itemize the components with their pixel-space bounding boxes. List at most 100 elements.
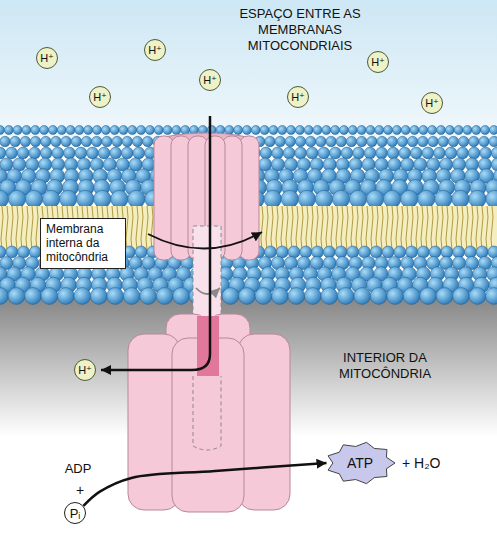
lipid-tail (141, 206, 143, 250)
lipid-head (491, 158, 497, 171)
f1-lobe (238, 334, 290, 510)
lipid-head (429, 246, 441, 258)
lipid-head (94, 190, 111, 207)
lipid-tail (401, 206, 403, 250)
lipid-head (154, 126, 163, 135)
proton-circle: H⁺ (144, 39, 166, 61)
lipid-head (387, 136, 397, 146)
lipid-head (40, 126, 49, 135)
lipid-head (375, 126, 384, 135)
lipid-head (225, 126, 234, 135)
lipid-tail (366, 206, 368, 250)
lipid-head (255, 288, 272, 305)
lipid-tail (346, 206, 348, 250)
lipid-head (457, 147, 469, 159)
node-text: Pᵢ (70, 506, 81, 521)
lipid-head (77, 190, 94, 207)
lipid-head (397, 136, 407, 146)
lipid-tail (446, 206, 448, 250)
lipid-head (110, 147, 122, 159)
lipid-head (318, 147, 330, 159)
lipid-head (265, 136, 275, 146)
label-holder: + H₂O (402, 455, 441, 471)
lipid-head (298, 190, 315, 207)
lipid-head (418, 136, 428, 146)
lipid-tail (136, 206, 138, 250)
atp-synthase (101, 116, 290, 512)
lipid-head (313, 126, 322, 135)
lipid-head (222, 288, 239, 305)
lipid-head (394, 246, 406, 258)
proton-circle: H⁺ (367, 51, 389, 73)
lipid-head (163, 126, 172, 135)
rotation-arrow (148, 232, 262, 249)
node-text: ATP (347, 455, 373, 471)
lipid-head (445, 126, 454, 135)
lipid-tail (411, 206, 413, 250)
lipid-head (17, 147, 29, 159)
node-text: H⁺ (40, 52, 54, 65)
lipid-tail (271, 206, 273, 250)
label-holder: + (76, 482, 84, 498)
lipid-head (366, 126, 375, 135)
lipid-tail (441, 206, 443, 250)
node-text: H⁺ (203, 74, 217, 87)
lipid-head (410, 147, 422, 159)
lipid-tail (371, 206, 373, 250)
label-holder: ESPAÇO ENTRE AS MEMBRANAS MITOCONDRIAIS (225, 6, 375, 54)
lipid-head (278, 126, 287, 135)
lipid-head (20, 136, 30, 146)
lipid-head (364, 147, 376, 159)
proton-channel (197, 316, 219, 376)
lipid-tail (1, 206, 3, 250)
lipid-head (348, 126, 357, 135)
region-label: + H₂O (402, 455, 441, 471)
lipid-head (357, 136, 367, 146)
lipid-head (353, 147, 365, 159)
lipid-head (57, 126, 66, 135)
lipid-head (87, 147, 99, 159)
lipid-tail (376, 206, 378, 250)
lipid-head (295, 136, 305, 146)
lipid-tail (11, 206, 13, 250)
lipid-head (453, 288, 470, 305)
lipid-head (315, 190, 332, 207)
lipid-head (370, 288, 387, 305)
lipid-head (123, 288, 140, 305)
lipid-head (81, 136, 91, 146)
lipid-head (422, 147, 434, 159)
lipid-tail (151, 206, 153, 250)
lipid-head (173, 288, 190, 305)
lipid-head (128, 126, 137, 135)
lipid-head (93, 126, 102, 135)
proton-circle: H⁺ (287, 86, 309, 108)
lipid-head (435, 190, 452, 207)
lipid-head (251, 126, 260, 135)
lipid-head (329, 147, 341, 159)
lipid-tail (381, 206, 383, 250)
lipid-head (491, 147, 497, 159)
lipid-head (60, 190, 77, 207)
lipid-head (331, 126, 340, 135)
lipid-head (469, 190, 486, 207)
lipid-head (370, 246, 382, 258)
lipid-tail (296, 206, 298, 250)
lipid-head (92, 136, 102, 146)
lipid-tail (131, 206, 133, 250)
proton-circle: H⁺ (199, 69, 221, 91)
lipid-head (418, 190, 435, 207)
lipid-tail (431, 206, 433, 250)
lipid-head (272, 147, 284, 159)
lipid-tail (421, 206, 423, 250)
lipid-tail (321, 206, 323, 250)
lipid-head (234, 126, 243, 135)
lipid-head (448, 136, 458, 146)
lipid-head (0, 288, 8, 305)
lipid-tail (126, 206, 128, 250)
lipid-tail (426, 206, 428, 250)
lipid-tail (456, 206, 458, 250)
lipid-head (119, 126, 128, 135)
lipid-head (74, 288, 91, 305)
lipid-head (489, 136, 497, 146)
lipid-head (281, 190, 298, 207)
